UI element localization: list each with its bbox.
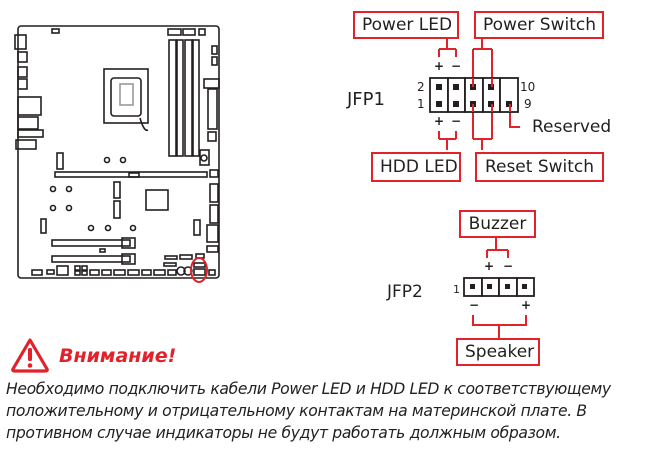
hdd-led-minus: − <box>451 114 462 128</box>
power-switch-label: Power Switch <box>474 11 604 39</box>
jfp2-pin-1: 1 <box>453 283 460 296</box>
warning-line-1: Необходимо подключить кабели Power LED и… <box>6 380 611 398</box>
jfp1-pin-10: 10 <box>520 80 536 94</box>
speaker-label: Speaker <box>456 338 540 366</box>
power-led-minus: − <box>451 59 462 73</box>
warning-text: Необходимо подключить кабели Power LED и… <box>6 378 671 444</box>
reset-switch-label: Reset Switch <box>475 152 604 182</box>
hdd-led-plus: + <box>434 114 445 128</box>
buzzer-minus: − <box>503 259 514 273</box>
jfp1-name: JFP1 <box>347 89 385 110</box>
jfp1-pin-1: 1 <box>417 97 425 111</box>
jfp2-name: JFP2 <box>387 282 423 302</box>
warning-line-3: противном случае индикаторы не будут раб… <box>6 424 561 442</box>
jfp1-pin-9: 9 <box>524 97 532 111</box>
buzzer-plus: + <box>484 259 495 273</box>
warning-title: Внимание! <box>59 345 177 367</box>
buzzer-label: Buzzer <box>459 210 536 238</box>
jfp1-wiring <box>429 37 520 150</box>
speaker-minus: − <box>469 298 480 312</box>
speaker-plus: + <box>521 298 532 312</box>
motherboard-diagram <box>14 25 220 283</box>
jfp-location-highlight <box>190 257 208 283</box>
hdd-led-label: HDD LED <box>371 152 461 182</box>
warning-triangle-icon <box>11 338 49 373</box>
reserved-label: Reserved <box>532 117 612 137</box>
power-led-label: Power LED <box>353 11 459 39</box>
power-led-plus: + <box>434 59 445 73</box>
jfp2-wiring <box>463 235 535 338</box>
warning-line-2: положительному и отрицательному контакта… <box>6 402 587 420</box>
jfp1-pin-2: 2 <box>417 80 425 94</box>
